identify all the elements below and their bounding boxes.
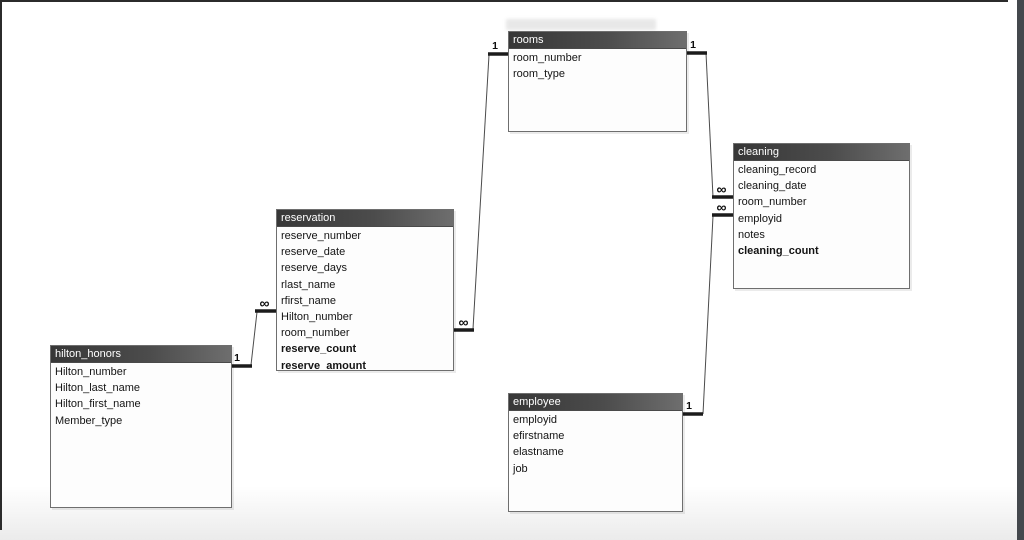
field-reservation-rlast_name[interactable]: rlast_name bbox=[281, 278, 336, 291]
field-reservation-Hilton_number[interactable]: Hilton_number bbox=[281, 310, 353, 323]
field-reservation-rfirst_name[interactable]: rfirst_name bbox=[281, 294, 337, 307]
relationship-line-hilton_honors-reservation[interactable] bbox=[250, 311, 258, 366]
field-employee-job[interactable]: job bbox=[513, 462, 528, 475]
field-hilton_honors-Hilton_first_name[interactable]: Hilton_first_name bbox=[55, 398, 141, 411]
table-header-employee[interactable]: employee bbox=[509, 394, 682, 411]
window-left-border bbox=[0, 0, 2, 530]
field-cleaning-room_number[interactable]: room_number bbox=[738, 196, 807, 209]
table-employee[interactable]: employee employid efirstname elastname job bbox=[508, 393, 683, 512]
table-header-cleaning[interactable]: cleaning bbox=[734, 144, 909, 161]
field-cleaning-employid[interactable]: employid bbox=[738, 212, 783, 225]
field-hilton_honors-Hilton_last_name[interactable]: Hilton_last_name bbox=[55, 382, 140, 395]
field-cleaning-notes[interactable]: notes bbox=[738, 228, 765, 241]
field-cleaning-cleaning_record[interactable]: cleaning_record bbox=[738, 164, 817, 176]
field-cleaning-cleaning_count[interactable]: cleaning_count bbox=[738, 244, 819, 257]
field-reservation-reserve_amount[interactable]: reserve_amount bbox=[281, 359, 366, 371]
field-cleaning-cleaning_date[interactable]: cleaning_date bbox=[738, 180, 807, 193]
field-reservation-reserve_count[interactable]: reserve_count bbox=[281, 343, 357, 356]
field-employee-employid[interactable]: employid bbox=[513, 414, 558, 426]
field-reservation-reserve_days[interactable]: reserve_days bbox=[281, 262, 348, 275]
field-hilton_honors-Member_type[interactable]: Member_type bbox=[55, 414, 123, 427]
relationship-line-employee-cleaning[interactable] bbox=[702, 215, 714, 415]
field-employee-elastname[interactable]: elastname bbox=[513, 446, 564, 459]
window-right-edge-strip bbox=[1017, 0, 1024, 540]
window-top-border bbox=[0, 0, 1008, 2]
field-rooms-room_type[interactable]: room_type bbox=[513, 68, 565, 81]
field-reservation-room_number[interactable]: room_number bbox=[281, 327, 350, 340]
table-rooms[interactable]: rooms room_number room_type bbox=[508, 31, 687, 132]
table-field-list: employid efirstname elastname job bbox=[509, 411, 682, 477]
field-hilton_honors-Hilton_number[interactable]: Hilton_number bbox=[55, 366, 127, 378]
field-employee-efirstname[interactable]: efirstname bbox=[513, 430, 565, 443]
field-reservation-reserve_number[interactable]: reserve_number bbox=[281, 230, 362, 242]
table-header-hilton_honors[interactable]: hilton_honors bbox=[51, 346, 231, 363]
relationship-line-rooms-reservation[interactable] bbox=[472, 54, 490, 330]
render-ghost-artifact bbox=[506, 19, 656, 30]
relationship-line-rooms-cleaning[interactable] bbox=[705, 52, 714, 198]
table-field-list: room_number room_type bbox=[509, 49, 686, 82]
table-header-reservation[interactable]: reservation bbox=[277, 210, 453, 227]
field-rooms-room_number[interactable]: room_number bbox=[513, 52, 582, 64]
field-reservation-reserve_date[interactable]: reserve_date bbox=[281, 246, 346, 259]
table-header-rooms[interactable]: rooms bbox=[509, 32, 686, 49]
